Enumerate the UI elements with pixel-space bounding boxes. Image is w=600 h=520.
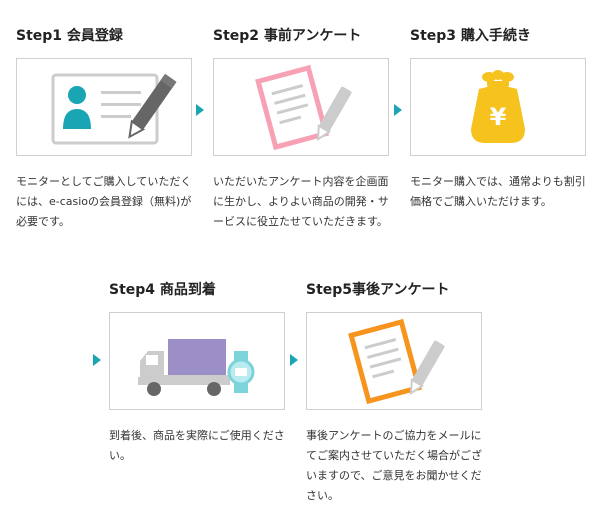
step-image-box xyxy=(213,58,389,156)
step-description: 到着後、商品を実際にご使用ください。 xyxy=(109,429,285,462)
step-image-box xyxy=(16,58,192,156)
arrow-icon xyxy=(290,354,298,366)
step-2: Step2 事前アンケート いただいたアンケート内容を企画面に生かし、よりよい商… xyxy=(213,26,389,228)
step-title: Step2 事前アンケート xyxy=(213,28,362,44)
svg-text:¥: ¥ xyxy=(490,103,507,131)
step-description: いただいたアンケート内容を企画面に生かし、よりよい商品の開発・サービスに役立たせ… xyxy=(213,175,389,228)
step-description: モニターとしてご購入していただくには、e-casioの会員登録（無料)が必要です… xyxy=(16,175,192,228)
step-title: Step4 商品到着 xyxy=(109,282,216,298)
step-title: Step5事後アンケート xyxy=(306,282,450,298)
arrow-icon xyxy=(394,104,402,116)
delivery-truck-icon xyxy=(138,339,255,396)
step-description: モニター購入では、通常よりも割引価格でご購入いただけます。 xyxy=(410,175,586,208)
step-description: 事後アンケートのご協力をメールにてご案内させていただく場合がございますので、ご意… xyxy=(306,429,482,502)
member-card-icon xyxy=(51,73,177,145)
survey-pencil-icon xyxy=(255,64,352,151)
step-title: Step1 会員登録 xyxy=(16,28,123,44)
survey-pencil-icon xyxy=(348,318,445,405)
step-image-box: ¥ xyxy=(410,58,586,156)
step-title: Step3 購入手続き xyxy=(410,28,531,44)
step-1: Step1 会員登録 モニターとしてご購入していただくには、e-casioの会員… xyxy=(16,26,192,228)
step-4: Step4 商品到着 到着後、商品を実際にご使用ください。 xyxy=(109,280,285,462)
step-image-box xyxy=(306,312,482,410)
step-5: Step5事後アンケート 事後アンケートのご協力をメールにてご案内させていただく… xyxy=(306,280,482,502)
step-image-box xyxy=(109,312,285,410)
step-3: Step3 購入手続き ¥ モニター購入では、通常よりも割引価格でご購入いただけ… xyxy=(410,26,586,208)
arrow-icon xyxy=(93,354,101,366)
yen-bag-icon: ¥ xyxy=(471,70,525,143)
arrow-icon xyxy=(196,104,204,116)
